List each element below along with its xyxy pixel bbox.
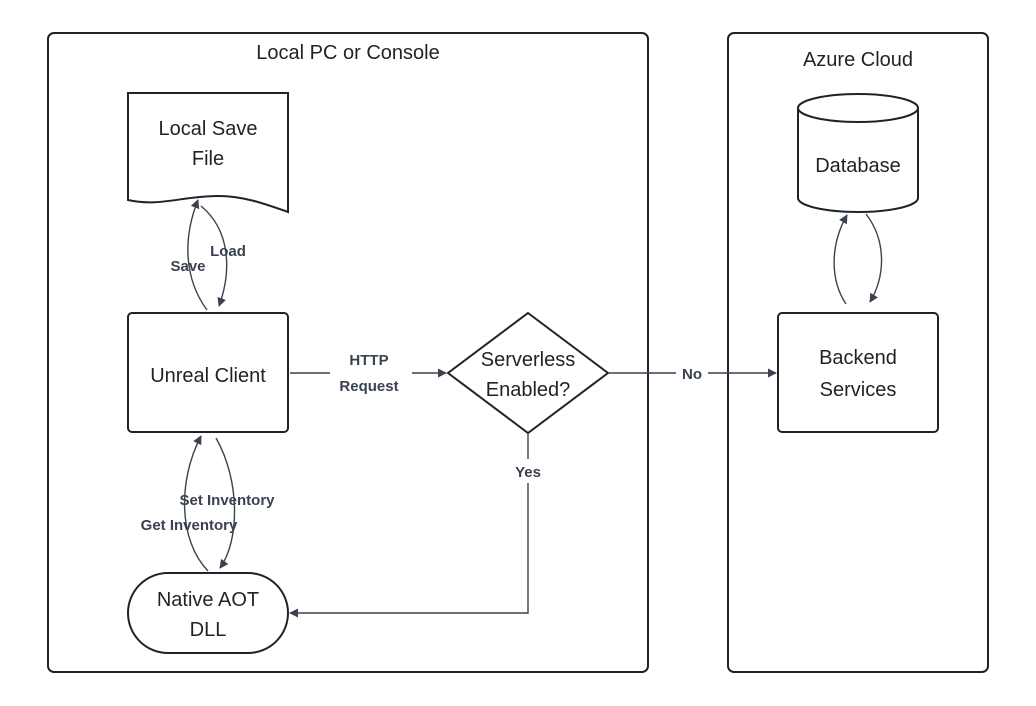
- backend-to-database-arrow: [833, 214, 848, 305]
- decision-label-line2: Enabled?: [486, 379, 571, 401]
- save-file-label-line1: Local Save: [159, 118, 258, 140]
- native-dll-shape: [127, 572, 289, 654]
- http-edge-label-line1: HTTP: [349, 352, 388, 369]
- backend-label-line2: Services: [820, 379, 897, 401]
- load-arrow: [200, 205, 228, 307]
- unreal-client-box: [127, 312, 289, 433]
- unreal-client-node: Unreal Client: [127, 312, 289, 433]
- azure-container-title: Azure Cloud: [803, 49, 913, 71]
- decision-label-line1: Serverless: [481, 349, 575, 371]
- get-inventory-edge-label: Get Inventory: [141, 517, 238, 534]
- backend-label-line1: Backend: [819, 347, 897, 369]
- database-to-backend-arrow: [865, 213, 883, 303]
- set-inventory-edge-label: Set Inventory: [179, 492, 275, 509]
- local-container-title: Local PC or Console: [256, 42, 439, 64]
- save-file-label-line2: File: [192, 148, 224, 170]
- http-edge-label-line2: Request: [339, 378, 398, 395]
- yes-arrow: [289, 433, 529, 618]
- unreal-client-label: Unreal Client: [150, 365, 266, 387]
- document-shape: [127, 92, 289, 214]
- database-node: Database: [797, 93, 919, 213]
- database-cylinder-top: [797, 93, 919, 123]
- native-dll-label-line1: Native AOT: [157, 589, 259, 611]
- no-edge-label: No: [682, 366, 702, 383]
- no-label-background: [676, 362, 708, 384]
- native-dll-node: Native AOT DLL: [127, 572, 289, 654]
- native-dll-label-line2: DLL: [190, 619, 227, 641]
- set-inventory-arrow: [215, 437, 236, 569]
- save-edge-label: Save: [170, 258, 205, 275]
- load-edge-label: Load: [210, 243, 246, 260]
- database-label: Database: [815, 155, 901, 177]
- backend-services-box: [777, 312, 939, 433]
- database-cylinder-body: [797, 108, 919, 213]
- yes-edge-label: Yes: [515, 464, 541, 481]
- serverless-decision-node: Serverless Enabled?: [446, 311, 610, 435]
- get-inventory-arrow: [183, 435, 209, 572]
- backend-services-node: Backend Services: [777, 312, 939, 433]
- save-arrow: [187, 199, 208, 311]
- http-label-background: [330, 349, 412, 393]
- yes-label-background: [510, 459, 546, 483]
- local-save-file-node: Local Save File: [127, 92, 289, 214]
